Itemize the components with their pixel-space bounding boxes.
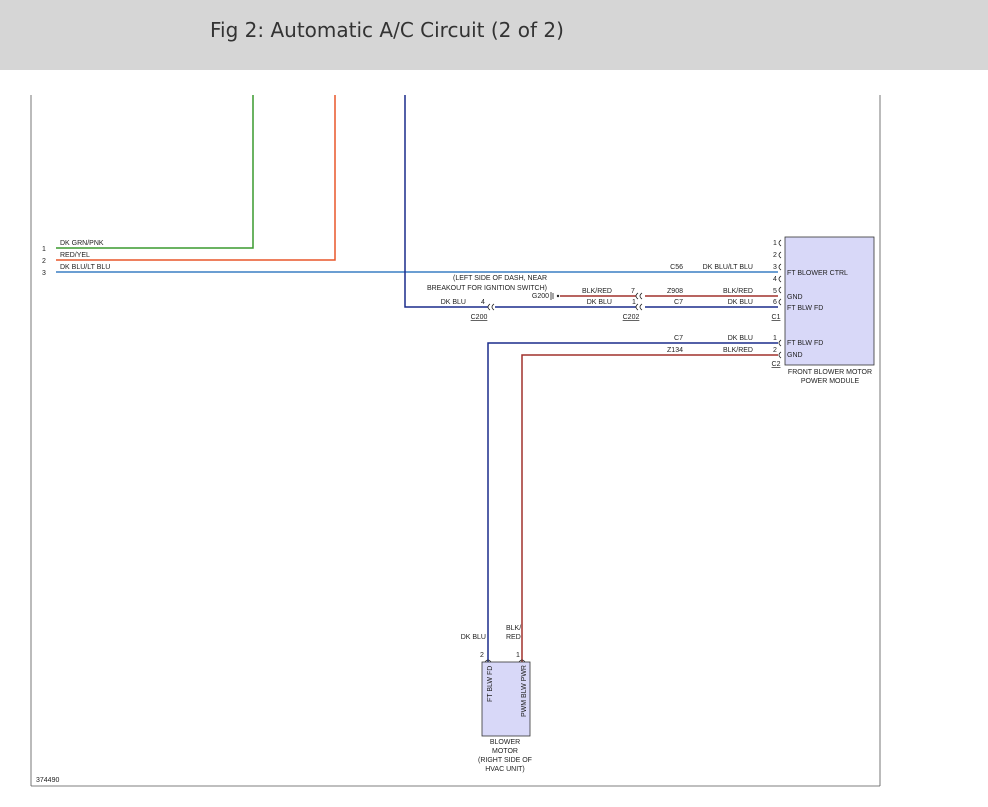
module-label-line2: POWER MODULE xyxy=(801,378,860,385)
c1-wire-c56: DK BLU/LT BLU xyxy=(703,264,753,271)
location-note-line2: BREAKOUT FOR IGNITION SWITCH) xyxy=(427,285,547,292)
blower-pin-left: 2 xyxy=(480,652,484,659)
diagram-frame xyxy=(30,95,881,787)
c202-wire-bot: DK BLU xyxy=(587,299,612,306)
wire-red-yel xyxy=(56,95,336,261)
blower-label-1: BLOWER xyxy=(490,739,520,746)
c1-pin-4: 4 xyxy=(773,276,777,283)
c202-pin-bot: 1 xyxy=(632,299,636,306)
c1-func-blower-ctrl: FT BLOWER CTRL xyxy=(787,270,848,277)
page-header: Fig 2: Automatic A/C Circuit (2 of 2) xyxy=(0,0,988,70)
c1-wire-c7: DK BLU xyxy=(728,299,753,306)
c200-wire-label: DK BLU xyxy=(441,299,466,306)
c1-circuit-c56: C56 xyxy=(670,264,683,271)
c1-pin-6: 6 xyxy=(773,299,777,306)
c202-wire-top: BLK/RED xyxy=(582,288,612,295)
c1-pin-2: 2 xyxy=(773,252,777,259)
ground-symbol-g200 xyxy=(550,292,560,300)
c1-circuit-c7: C7 xyxy=(674,299,683,306)
blower-wire-left: DK BLU xyxy=(461,634,486,641)
left-pin-3: 3 xyxy=(42,270,46,277)
location-note-line1: (LEFT SIDE OF DASH, NEAR xyxy=(453,275,547,282)
c1-circuit-z908: Z908 xyxy=(667,288,683,295)
blower-label-3: (RIGHT SIDE OF xyxy=(478,757,532,764)
blower-wire-right-1: BLK/ xyxy=(506,625,521,632)
c202-connector-label: C202 xyxy=(623,314,640,321)
c200-connector-label: C200 xyxy=(471,314,488,321)
c2-pin-2: 2 xyxy=(773,347,777,354)
front-blower-motor-power-module xyxy=(784,236,875,366)
c2-func-blw-fd: FT BLW FD xyxy=(787,340,823,347)
connector-symbols xyxy=(484,239,782,663)
c2-circuit-z134: Z134 xyxy=(667,347,683,354)
c1-wire-z908: BLK/RED xyxy=(723,288,753,295)
blower-pin-right: 1 xyxy=(516,652,520,659)
c1-func-blw-fd: FT BLW FD xyxy=(787,305,823,312)
c2-circuit-c7: C7 xyxy=(674,335,683,342)
blower-wire-right-2: RED xyxy=(506,634,521,641)
figure-id: 374490 xyxy=(36,777,59,784)
c1-func-gnd: GND xyxy=(787,294,803,301)
wire-dk-grn-pnk xyxy=(56,95,254,249)
c2-pin-1: 1 xyxy=(773,335,777,342)
blower-motor-box xyxy=(481,661,531,737)
c2-connector-label: C2 xyxy=(772,361,781,368)
left-wire-label-1: DK GRN/PNK xyxy=(60,240,104,247)
left-pin-2: 2 xyxy=(42,258,46,265)
left-pin-1: 1 xyxy=(42,246,46,253)
left-wire-label-2: RED/YEL xyxy=(60,252,90,259)
blower-func-left: FT BLW FD xyxy=(487,666,494,702)
c1-pin-3: 3 xyxy=(773,264,777,271)
ground-label: G200 xyxy=(532,293,549,300)
wire-dk-blu-blower xyxy=(487,342,778,662)
c1-connector-label: C1 xyxy=(772,314,781,321)
c2-wire-z134: BLK/RED xyxy=(723,347,753,354)
blower-label-4: HVAC UNIT) xyxy=(485,766,525,773)
c200-pin: 4 xyxy=(481,299,485,306)
c1-pin-5: 5 xyxy=(773,288,777,295)
page-title: Fig 2: Automatic A/C Circuit (2 of 2) xyxy=(210,18,564,42)
blower-func-right: PWM BLW PWR xyxy=(521,665,528,717)
wire-dk-blu-c200 xyxy=(404,95,488,308)
c1-pin-1: 1 xyxy=(773,240,777,247)
c2-wire-c7: DK BLU xyxy=(728,335,753,342)
blower-label-2: MOTOR xyxy=(492,748,518,755)
c2-func-gnd: GND xyxy=(787,352,803,359)
left-wire-label-3: DK BLU/LT BLU xyxy=(60,264,110,271)
wire-blk-red-blower xyxy=(521,354,778,662)
c202-pin-top: 7 xyxy=(631,288,635,295)
module-label-line1: FRONT BLOWER MOTOR xyxy=(788,369,872,376)
